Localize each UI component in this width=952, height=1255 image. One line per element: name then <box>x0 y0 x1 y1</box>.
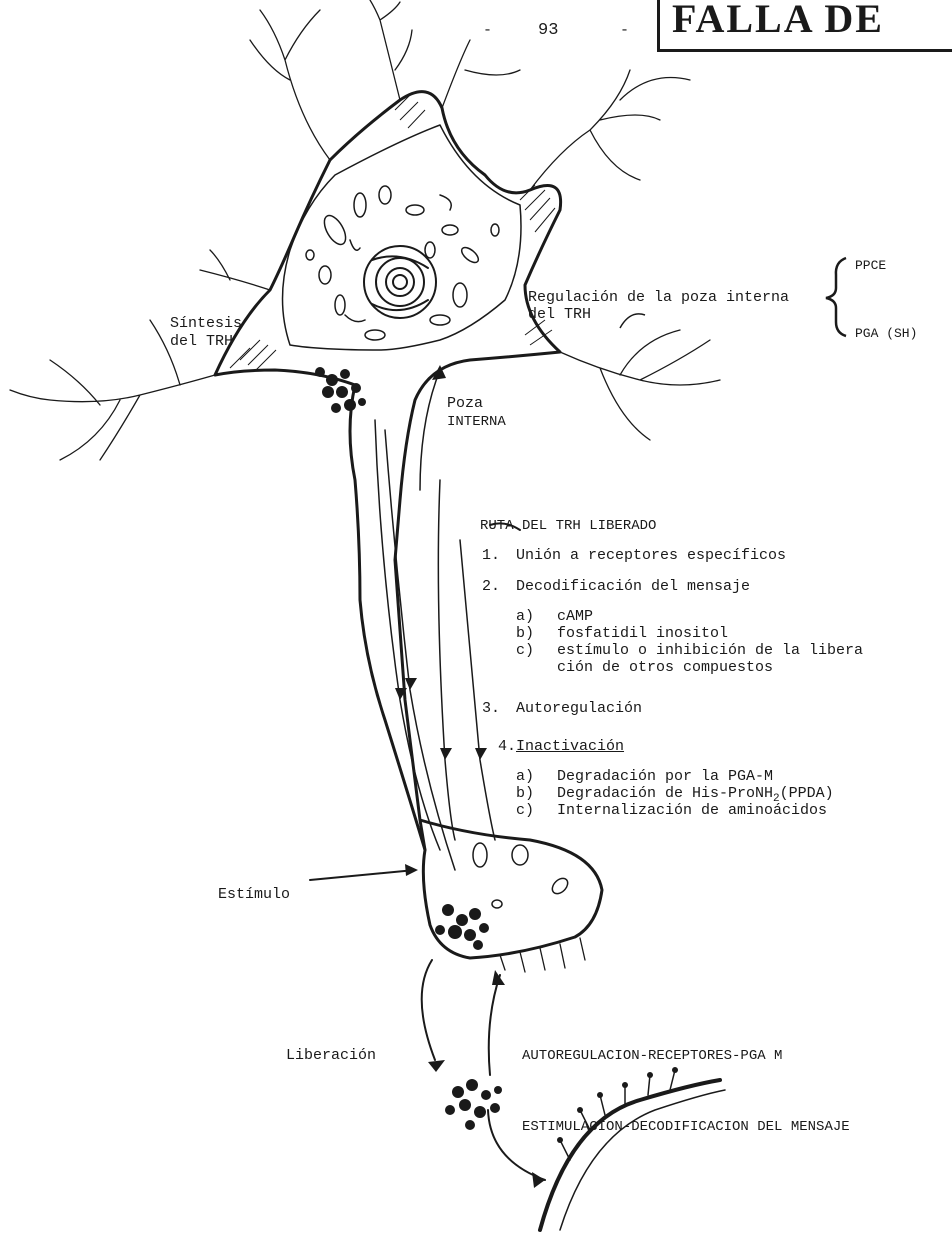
label-regulacion-1: Regulación de la poza interna <box>528 289 789 307</box>
dendrites <box>10 0 720 972</box>
pointer-line <box>620 314 645 328</box>
ruta-title: RUTA DEL TRH LIBERADO <box>480 517 656 535</box>
label-liberacion: Liberación <box>286 1047 376 1065</box>
label-poza-1: Poza <box>447 395 483 413</box>
flow-arrows <box>375 370 495 870</box>
ruta-sub4-c-text: Internalización de aminoácidos <box>557 802 827 820</box>
ruta-sub4-c-letter: c) <box>516 802 534 820</box>
page-dash-left: - <box>483 22 492 40</box>
ruta-sub2-a-text: cAMP <box>557 608 593 626</box>
nucleus <box>364 246 436 318</box>
ruta-sub4-b-letter: b) <box>516 785 534 803</box>
ruta-sub2-c-letter: c) <box>516 642 534 660</box>
ruta-sub2-b-text: fosfatidil inositol <box>557 625 728 643</box>
page-number: 93 <box>538 22 558 40</box>
ruta-sub2-c-text: estímulo o inhibición de la libera <box>557 642 863 660</box>
ruta-item-3-text: Autoregulación <box>516 700 642 718</box>
brace <box>826 258 846 336</box>
label-sintesis-2: del TRH <box>170 333 233 351</box>
page-dash-right: - <box>620 22 629 40</box>
hatching <box>230 95 555 370</box>
ruta-sub4-b-suffix: (PPDA) <box>780 785 834 802</box>
ruta-sub2-c-cont: ción de otros compuestos <box>557 659 773 677</box>
label-autoregulacion: AUTOREGULACION-RECEPTORES-PGA M <box>522 1047 782 1065</box>
label-ppce: PPCE <box>855 257 886 275</box>
ruta-item-2-text: Decodificación del mensaje <box>516 578 750 596</box>
ruta-sub2-b-letter: b) <box>516 625 534 643</box>
ruta-item-4-num: 4. <box>498 738 516 756</box>
label-estimulo: Estímulo <box>218 886 290 904</box>
label-regulacion-2: del TRH <box>528 306 591 324</box>
soma-inner <box>283 125 522 350</box>
ruta-item-4-text: Inactivación <box>516 738 624 756</box>
release-arrows <box>310 523 545 1180</box>
ruta-item-1-text: Unión a receptores específicos <box>516 547 786 565</box>
falla-stamp: FALLA DE ORGE <box>657 0 952 52</box>
ruta-item-1-num: 1. <box>482 547 500 565</box>
ruta-item-2-num: 2. <box>482 578 500 596</box>
label-estimulacion: ESTIMULACION-DECODIFICACION DEL MENSAJE <box>522 1118 850 1136</box>
ruta-item-3-num: 3. <box>482 700 500 718</box>
ruta-sub2-a-letter: a) <box>516 608 534 626</box>
label-pga: PGA (SH) <box>855 325 917 343</box>
ruta-sub4-a-text: Degradación por la PGA-M <box>557 768 773 786</box>
label-poza-2: INTERNA <box>447 413 506 431</box>
ruta-sub4-a-letter: a) <box>516 768 534 786</box>
label-sintesis-1: Síntesis <box>170 315 242 333</box>
ruta-sub4-b-text: Degradación de His-ProNH <box>557 785 773 802</box>
